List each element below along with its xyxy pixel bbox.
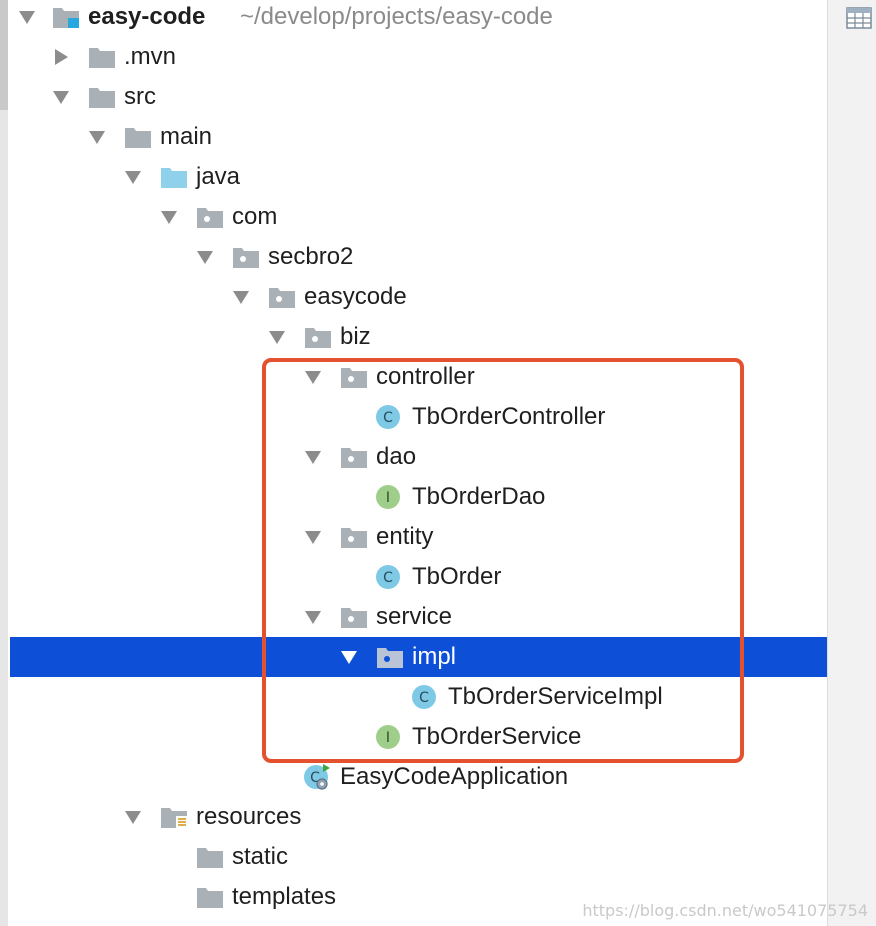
tree-label: service [376,603,453,630]
package-icon [341,608,367,628]
tree-row-src[interactable]: src [10,77,827,117]
module-folder-icon [53,8,79,28]
expand-arrow-icon[interactable] [268,328,286,346]
table-icon[interactable] [846,7,872,29]
tree-label: biz [340,323,371,350]
tree-label: EasyCodeApplication [340,763,569,790]
tree-row-easy-code[interactable]: easy-code ~/develop/projects/easy-code [10,0,827,37]
svg-text:C: C [419,690,429,706]
tree-row-tb-order-service[interactable]: I TbOrderService [10,717,827,757]
package-icon [233,248,259,268]
expand-arrow-icon[interactable] [88,128,106,146]
watermark: https://blog.csdn.net/wo541075754 [582,901,868,920]
tree-row-java[interactable]: java [10,157,827,197]
spring-boot-class-icon: C [304,764,330,790]
tree-label: easycode [304,283,407,310]
tree-row-tb-order-controller[interactable]: C TbOrderController [10,397,827,437]
tree-row-secbro2[interactable]: secbro2 [10,237,827,277]
expand-arrow-icon[interactable] [124,168,142,186]
package-icon [341,448,367,468]
expand-arrow-icon[interactable] [124,808,142,826]
tree-row-tb-order-service-impl[interactable]: C TbOrderServiceImpl [10,677,827,717]
tree-row-mvn[interactable]: .mvn [10,37,827,77]
folder-icon [89,48,115,68]
svg-text:I: I [386,490,390,506]
tree-label: impl [412,643,457,670]
expand-arrow-icon[interactable] [304,368,322,386]
class-icon: C [412,685,436,709]
resources-folder-icon [161,808,187,828]
tree-row-main[interactable]: main [10,117,827,157]
tree-row-com[interactable]: com [10,197,827,237]
tree-label: TbOrder [412,563,502,590]
expand-arrow-icon[interactable] [196,248,214,266]
expand-arrow-icon[interactable] [304,528,322,546]
package-icon [305,328,331,348]
tree-row-entity[interactable]: entity [10,517,827,557]
collapsed-arrow-icon[interactable] [52,48,70,66]
tree-row-templates[interactable]: templates [10,877,827,917]
interface-icon: I [376,485,400,509]
tree-label: entity [376,523,434,550]
tree-label: com [232,203,278,230]
package-icon [341,368,367,388]
svg-text:C: C [383,570,393,586]
tree-row-easycode[interactable]: easycode [10,277,827,317]
project-name: easy-code [88,3,206,30]
project-tree: easy-code ~/develop/projects/easy-code .… [10,0,827,917]
svg-text:I: I [386,730,390,746]
tree-label: .mvn [124,43,177,70]
expand-arrow-icon[interactable] [160,208,178,226]
tree-label: static [232,843,289,870]
tree-label: TbOrderController [412,403,606,430]
folder-icon [89,88,115,108]
tree-label: TbOrderDao [412,483,546,510]
expand-arrow-icon[interactable] [18,8,36,26]
tree-label: src [124,83,156,110]
interface-icon: I [376,725,400,749]
svg-text:C: C [383,410,393,426]
tree-row-biz[interactable]: biz [10,317,827,357]
source-folder-icon [161,168,187,188]
package-icon [377,648,403,668]
package-icon [341,528,367,548]
tree-row-resources[interactable]: resources [10,797,827,837]
tree-row-impl[interactable]: impl [10,637,827,677]
project-path: ~/develop/projects/easy-code [240,3,553,30]
class-icon: C [376,405,400,429]
tree-label: TbOrderServiceImpl [448,683,663,710]
folder-icon [197,848,223,868]
tree-row-tb-order-dao[interactable]: I TbOrderDao [10,477,827,517]
tree-row-static[interactable]: static [10,837,827,877]
class-icon: C [376,565,400,589]
scrollbar-thumb[interactable] [0,0,8,110]
expand-arrow-icon[interactable] [304,608,322,626]
tree-row-service[interactable]: service [10,597,827,637]
folder-icon [125,128,151,148]
folder-icon [197,888,223,908]
tree-label: controller [376,363,475,390]
tree-row-tb-order[interactable]: C TbOrder [10,557,827,597]
expand-arrow-icon[interactable] [304,448,322,466]
package-icon [269,288,295,308]
tree-label: java [196,163,241,190]
package-icon [197,208,223,228]
tree-label: resources [196,803,302,830]
svg-text:C: C [310,770,320,786]
expand-arrow-icon[interactable] [232,288,250,306]
tree-label: templates [232,883,337,910]
expand-arrow-icon[interactable] [52,88,70,106]
tree-row-controller[interactable]: controller [10,357,827,397]
tree-label: dao [376,443,417,470]
tree-row-dao[interactable]: dao [10,437,827,477]
tree-label: main [160,123,213,150]
tree-label: TbOrderService [412,723,582,750]
right-tool-panel [827,0,876,926]
tree-label: secbro2 [268,243,354,270]
tree-row-easy-code-application[interactable]: C EasyCodeApplication [10,757,827,797]
scrollbar-left[interactable] [0,0,8,926]
expand-arrow-icon[interactable] [340,648,358,666]
highlight-box [262,358,744,763]
